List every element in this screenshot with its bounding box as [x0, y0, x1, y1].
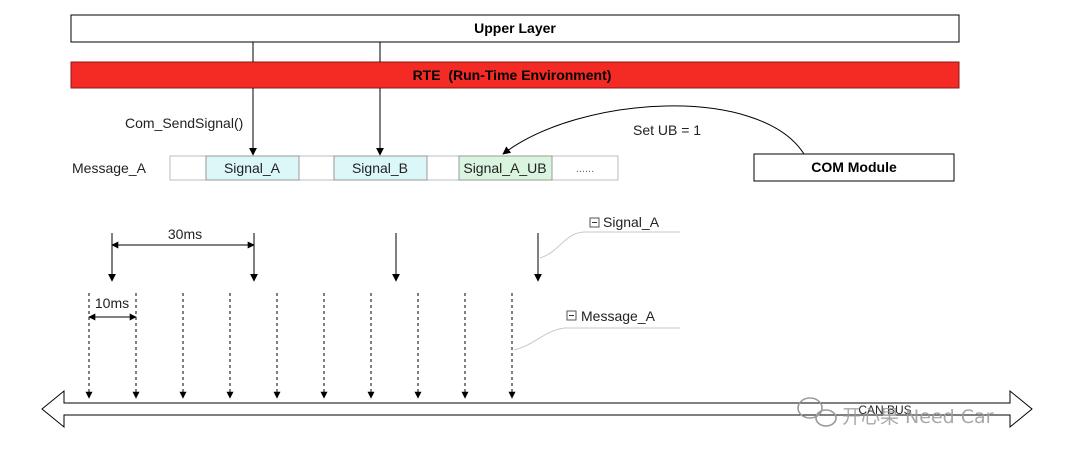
- slot-signal-b: [333, 155, 428, 181]
- rte-bar: RTE (Run-Time Environment): [70, 61, 960, 89]
- can-bus: CAN BUS: [41, 389, 1033, 429]
- period-30ms-label: 30ms: [168, 226, 202, 242]
- legend-signal-leader: [539, 231, 680, 259]
- wechat-icon: [797, 397, 837, 427]
- set-ub-arrow: [502, 105, 805, 155]
- legend-signal-label: Signal_A: [603, 214, 660, 230]
- slot-ellipsis: ......: [576, 163, 594, 175]
- message-transmissions: [85, 293, 516, 399]
- message-a-frame: Signal_A Signal_B Signal_A_UB ......: [169, 155, 619, 181]
- legend-signal-a: Signal_A: [539, 214, 680, 259]
- watermark: 开心果 Need Car: [797, 397, 994, 428]
- com-module-label: COM Module: [811, 159, 897, 175]
- slot-signal-a-ub: [458, 155, 553, 181]
- can-bus-arrow: [41, 389, 1033, 429]
- set-ub-label: Set UB = 1: [633, 122, 701, 138]
- slot-signal-b-label: Signal_B: [352, 160, 408, 176]
- period-10ms-label: 10ms: [95, 295, 129, 311]
- rte-label: RTE (Run-Time Environment): [413, 67, 612, 83]
- slot-signal-a: [205, 155, 300, 181]
- legend-message-leader: [513, 327, 680, 351]
- com-module-box: COM Module: [753, 153, 955, 182]
- upper-layer-box: Upper Layer: [70, 14, 960, 43]
- com-send-signal-label: Com_SendSignal(): [125, 115, 243, 131]
- legend-message-label: Message_A: [581, 308, 656, 324]
- slot-signal-a-label: Signal_A: [224, 160, 281, 176]
- watermark-text: 开心果 Need Car: [842, 406, 994, 428]
- message-a-label: Message_A: [72, 160, 147, 176]
- upper-layer-label: Upper Layer: [474, 20, 556, 36]
- can-bus-label: CAN BUS: [858, 403, 911, 417]
- legend-message-a: Message_A: [513, 308, 680, 351]
- slot-signal-a-ub-label: Signal_A_UB: [463, 160, 546, 176]
